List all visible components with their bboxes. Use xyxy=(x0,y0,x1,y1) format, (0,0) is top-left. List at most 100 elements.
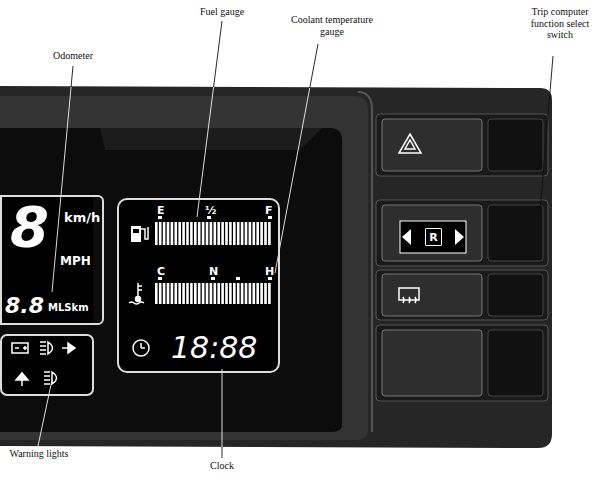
thermometer-icon xyxy=(129,283,144,304)
leader-stroke xyxy=(214,21,222,87)
callout-label: Odometer xyxy=(40,50,106,62)
trip-switch xyxy=(376,200,548,266)
leader-stroke xyxy=(310,44,318,88)
bar-segment xyxy=(175,283,178,304)
bar-segment xyxy=(186,222,189,245)
leader-stroke xyxy=(38,380,52,446)
bar-segment xyxy=(198,222,201,245)
trip-face xyxy=(382,205,482,261)
clock-hands xyxy=(141,343,145,348)
unit-label: MLSkm xyxy=(48,303,89,313)
leader-stroke xyxy=(222,447,223,458)
coolant-bar xyxy=(155,283,271,304)
bar-segment xyxy=(186,283,189,304)
scale-mark: H xyxy=(265,266,274,277)
scale-ticks xyxy=(158,216,272,280)
pump-hose xyxy=(141,227,148,239)
callout-label: Trip computer function select switch xyxy=(525,6,595,41)
scale-mark: ½ xyxy=(205,205,216,216)
bar-segment xyxy=(214,283,217,304)
bar-segment xyxy=(233,222,236,245)
script-strokes xyxy=(38,21,553,458)
defrost-face xyxy=(382,274,482,316)
hazard-face xyxy=(382,119,482,171)
bar-segment xyxy=(159,222,162,245)
trip-arrows xyxy=(402,229,464,245)
bar-segment xyxy=(190,222,193,245)
up-arrow-icon xyxy=(16,373,28,386)
panel-ridge xyxy=(358,92,372,432)
bar-segment xyxy=(155,283,158,304)
hazard-triangle xyxy=(399,134,421,153)
leader-stroke xyxy=(222,369,223,447)
bar-segment xyxy=(217,283,220,304)
bar-segment xyxy=(194,283,197,304)
bar-segment xyxy=(221,222,224,245)
scale-tick xyxy=(268,277,272,280)
bar-segment xyxy=(206,222,209,245)
panel-housing xyxy=(0,86,552,448)
trip-rocker xyxy=(488,205,543,261)
trip-icon-frame xyxy=(400,221,466,253)
switch-bank xyxy=(376,114,548,401)
battery-signs xyxy=(15,346,27,350)
bar-segment xyxy=(245,283,248,304)
leader-stroke xyxy=(71,66,73,87)
bar-segment xyxy=(182,222,185,245)
defrost-rocker xyxy=(488,274,543,316)
callout-label: Coolant temperature gauge xyxy=(282,14,382,37)
bar-segment xyxy=(256,222,259,245)
speed-digit: 8 xyxy=(10,199,49,255)
leader-line xyxy=(38,380,52,446)
defrost-switch xyxy=(376,270,548,320)
bar-segment xyxy=(256,283,259,304)
bar-segment xyxy=(178,222,181,245)
gauge-window-ground xyxy=(117,198,280,373)
bar-segment xyxy=(225,222,228,245)
bar-segment xyxy=(175,222,178,245)
bar-segment xyxy=(194,222,197,245)
bar-segment xyxy=(178,283,181,304)
scale-mark: F xyxy=(265,205,273,216)
indicator-arrow xyxy=(62,343,75,353)
hazard-rocker xyxy=(488,119,543,171)
display-recess xyxy=(0,128,342,432)
scale-tick xyxy=(158,277,162,280)
scale-mark: E xyxy=(157,205,165,216)
blank-switch xyxy=(376,325,548,401)
bar-segment xyxy=(253,283,256,304)
callout-label: Fuel gauge xyxy=(182,6,262,18)
bar-segment xyxy=(268,222,271,245)
leader-line xyxy=(197,21,222,217)
leader-line xyxy=(222,369,223,458)
scale-tick xyxy=(236,277,240,280)
bar-segment xyxy=(260,222,263,245)
unit-label: km/h xyxy=(64,211,100,224)
bar-segment xyxy=(268,283,271,304)
odometer-digits: 8.8 xyxy=(5,295,44,317)
bar-segment xyxy=(229,222,232,245)
bar-segment xyxy=(206,283,209,304)
hazard-switch xyxy=(376,114,548,176)
defrost-icon xyxy=(399,288,419,303)
bar-segment xyxy=(237,222,240,245)
display-hood xyxy=(0,96,368,440)
bar-segment xyxy=(229,283,232,304)
battery-icon xyxy=(12,343,28,353)
warning-light-box xyxy=(1,335,93,395)
bar-segment xyxy=(202,222,205,245)
leader-line xyxy=(275,44,318,273)
bar-segment xyxy=(214,222,217,245)
bar-segment xyxy=(245,222,248,245)
bar-segment xyxy=(264,283,267,304)
bar-segment xyxy=(198,283,201,304)
bar-segment xyxy=(241,222,244,245)
scale-tick xyxy=(268,216,272,219)
bar-segment xyxy=(210,283,213,304)
clock-face xyxy=(133,340,149,356)
bar-segment xyxy=(249,283,252,304)
bar-segment xyxy=(221,283,224,304)
bar-segment xyxy=(171,283,174,304)
callout-label: Warning lights xyxy=(8,448,70,460)
